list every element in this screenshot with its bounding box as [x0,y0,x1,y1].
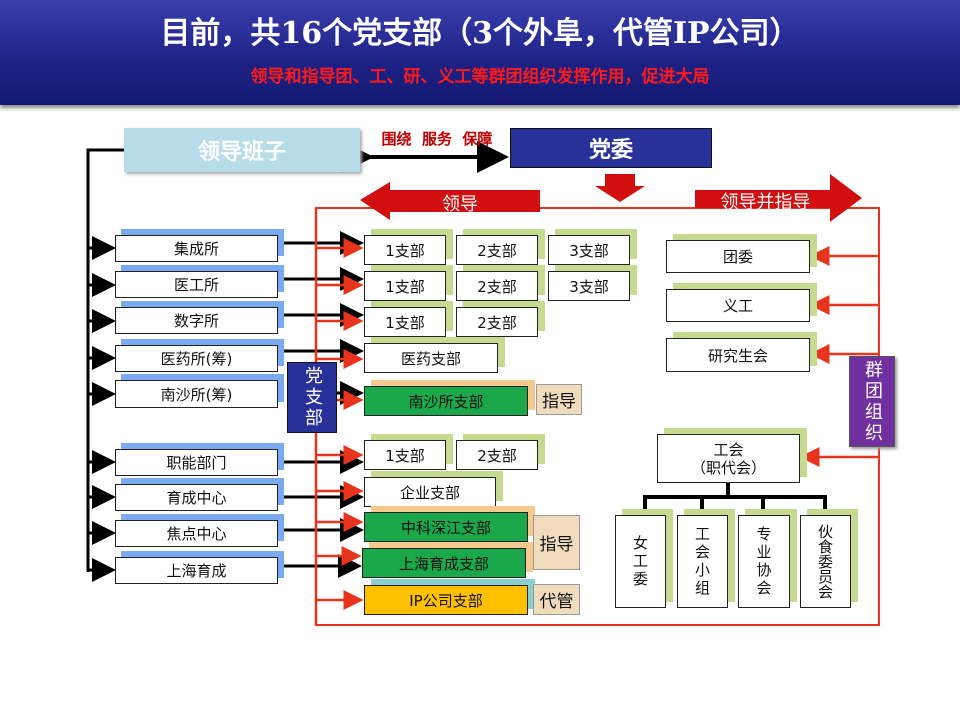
branch-1: 1支部 [364,307,446,337]
party-branch-box: 党支部 [287,362,337,433]
branch-1: 1支部 [364,271,446,301]
unit-shanghai: 上海育成 [115,557,278,584]
unit-nansha: 南沙所(筹) [115,380,278,408]
relation-label: 围绕 服务 保障 [381,130,493,148]
grad-union-box: 研究生会 [666,338,810,372]
unit-yiyao: 医药所(筹) [115,345,278,372]
lead-guide-arrow-icon [695,174,862,222]
union-label: 工会 [713,440,744,459]
union-sub-box: 女工委 [615,515,666,608]
union-sub-box: 专业协会 [738,515,790,608]
branch-2: 2支部 [456,235,538,265]
branch-2: 2支部 [456,271,538,301]
unit-shuzi: 数字所 [115,307,278,334]
page-title: 目前，共16个党支部（3个外阜，代管IP公司） [160,16,800,51]
branch-1: 1支部 [364,440,446,470]
union-sub-box: 伙食委员会 [800,515,851,608]
branch-qiye: 企业支部 [364,477,496,507]
guide-tag: 指导 [533,515,580,570]
leadership-box: 领导班子 [124,128,360,172]
branch-ip: IP公司支部 [364,585,528,615]
branch-2: 2支部 [456,307,538,337]
branch-shanghai: 上海育成支部 [362,548,526,578]
unit-yucheng: 育成中心 [115,484,278,511]
unit-yigong: 医工所 [115,271,278,298]
guide-tag: 指导 [536,384,582,415]
branch-nansha: 南沙所支部 [364,386,528,416]
branch-3: 3支部 [548,271,630,301]
header-banner [0,0,960,105]
branch-yiyao: 医药支部 [364,343,498,373]
page-subtitle: 领导和指导团、工、研、义工等群团组织发挥作用，促进大局 [250,67,710,87]
lead-guide-label: 领导并指导 [720,192,811,213]
unit-jiaodian: 焦点中心 [115,520,278,547]
lead-arrow-icon [360,182,540,220]
down-arrow-icon [595,174,645,202]
mass-org-box: 群团组织 [849,356,895,447]
unit-zhineng: 职能部门 [115,449,278,476]
lead-label: 领导 [442,194,478,215]
volunteer-box: 义工 [666,289,810,322]
union-box: 工会 （职代会） [657,434,800,483]
branch-2: 2支部 [456,440,538,470]
party-committee-box: 党委 [510,128,712,168]
union-sub-label: （职代会） [690,458,766,477]
youth-league-box: 团委 [666,240,810,273]
branch-1: 1支部 [364,235,446,265]
branch-3: 3支部 [548,235,630,265]
branch-zhongke: 中科深江支部 [364,512,528,542]
union-sub-box: 工会小组 [677,515,728,608]
manage-tag: 代管 [533,584,580,615]
unit-jicheng: 集成所 [115,235,278,262]
